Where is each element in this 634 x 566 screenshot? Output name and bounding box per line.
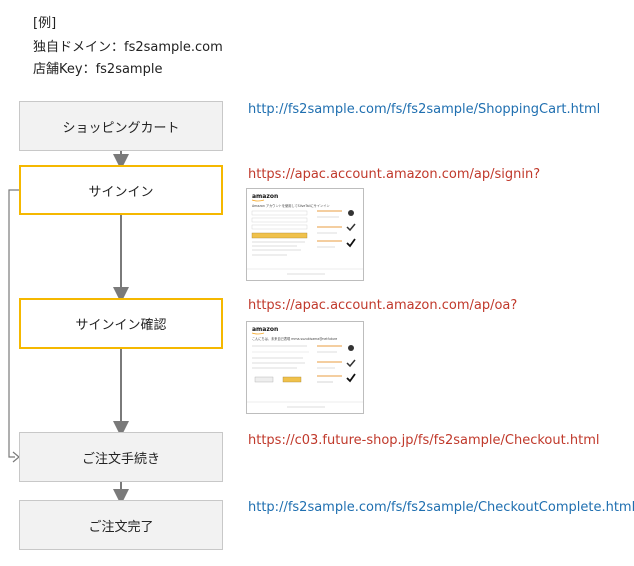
signin-page-mock: amazon Amazon アカウントを使用してSilveTailにサインイン bbox=[247, 193, 363, 275]
step-checkout-label: ご注文手続き bbox=[81, 451, 160, 467]
thumb2-logo: amazon bbox=[252, 326, 278, 333]
store-key-label: 店舗Key：fs2sample bbox=[33, 62, 163, 77]
step-checkout-complete: ご注文完了 bbox=[19, 500, 223, 550]
consent-page-screenshot: amazon こんにちは、未来自己表現 mma.suzukisama@netfu… bbox=[246, 321, 364, 414]
thumb1-logo: amazon bbox=[252, 193, 278, 200]
thumb1-caption: Amazon アカウントを使用してSilveTailにサインイン bbox=[252, 203, 330, 208]
url-checkout-complete[interactable]: http://fs2sample.com/fs/fs2sample/Checko… bbox=[248, 500, 634, 515]
url-shopping-cart[interactable]: http://fs2sample.com/fs/fs2sample/Shoppi… bbox=[248, 102, 601, 117]
url-signin-confirm[interactable]: https://apac.account.amazon.com/ap/oa? bbox=[248, 298, 518, 313]
step-signin-confirm: サインイン確認 bbox=[19, 298, 223, 349]
step-checkout-complete-label: ご注文完了 bbox=[88, 519, 154, 535]
consent-page-mock: amazon こんにちは、未来自己表現 mma.suzukisama@netfu… bbox=[247, 326, 363, 408]
step-checkout: ご注文手続き bbox=[19, 432, 223, 482]
bypass-connector bbox=[8, 189, 19, 458]
step-signin-confirm-label: サインイン確認 bbox=[75, 318, 167, 333]
example-label: [例] bbox=[33, 16, 57, 31]
step-shopping-cart-label: ショッピングカート bbox=[62, 120, 180, 136]
thumb2-caption: こんにちは、未来自己表現 mma.suzukisama@netfuture bbox=[252, 336, 337, 341]
step-shopping-cart: ショッピングカート bbox=[19, 101, 223, 151]
url-checkout[interactable]: https://c03.future-shop.jp/fs/fs2sample/… bbox=[248, 433, 600, 448]
step-signin: サインイン bbox=[19, 165, 223, 215]
url-signin[interactable]: https://apac.account.amazon.com/ap/signi… bbox=[248, 167, 541, 182]
signin-page-screenshot: amazon Amazon アカウントを使用してSilveTailにサインイン bbox=[246, 188, 364, 281]
step-signin-label: サインイン bbox=[88, 184, 154, 200]
custom-domain-label: 独自ドメイン：fs2sample.com bbox=[33, 40, 223, 55]
